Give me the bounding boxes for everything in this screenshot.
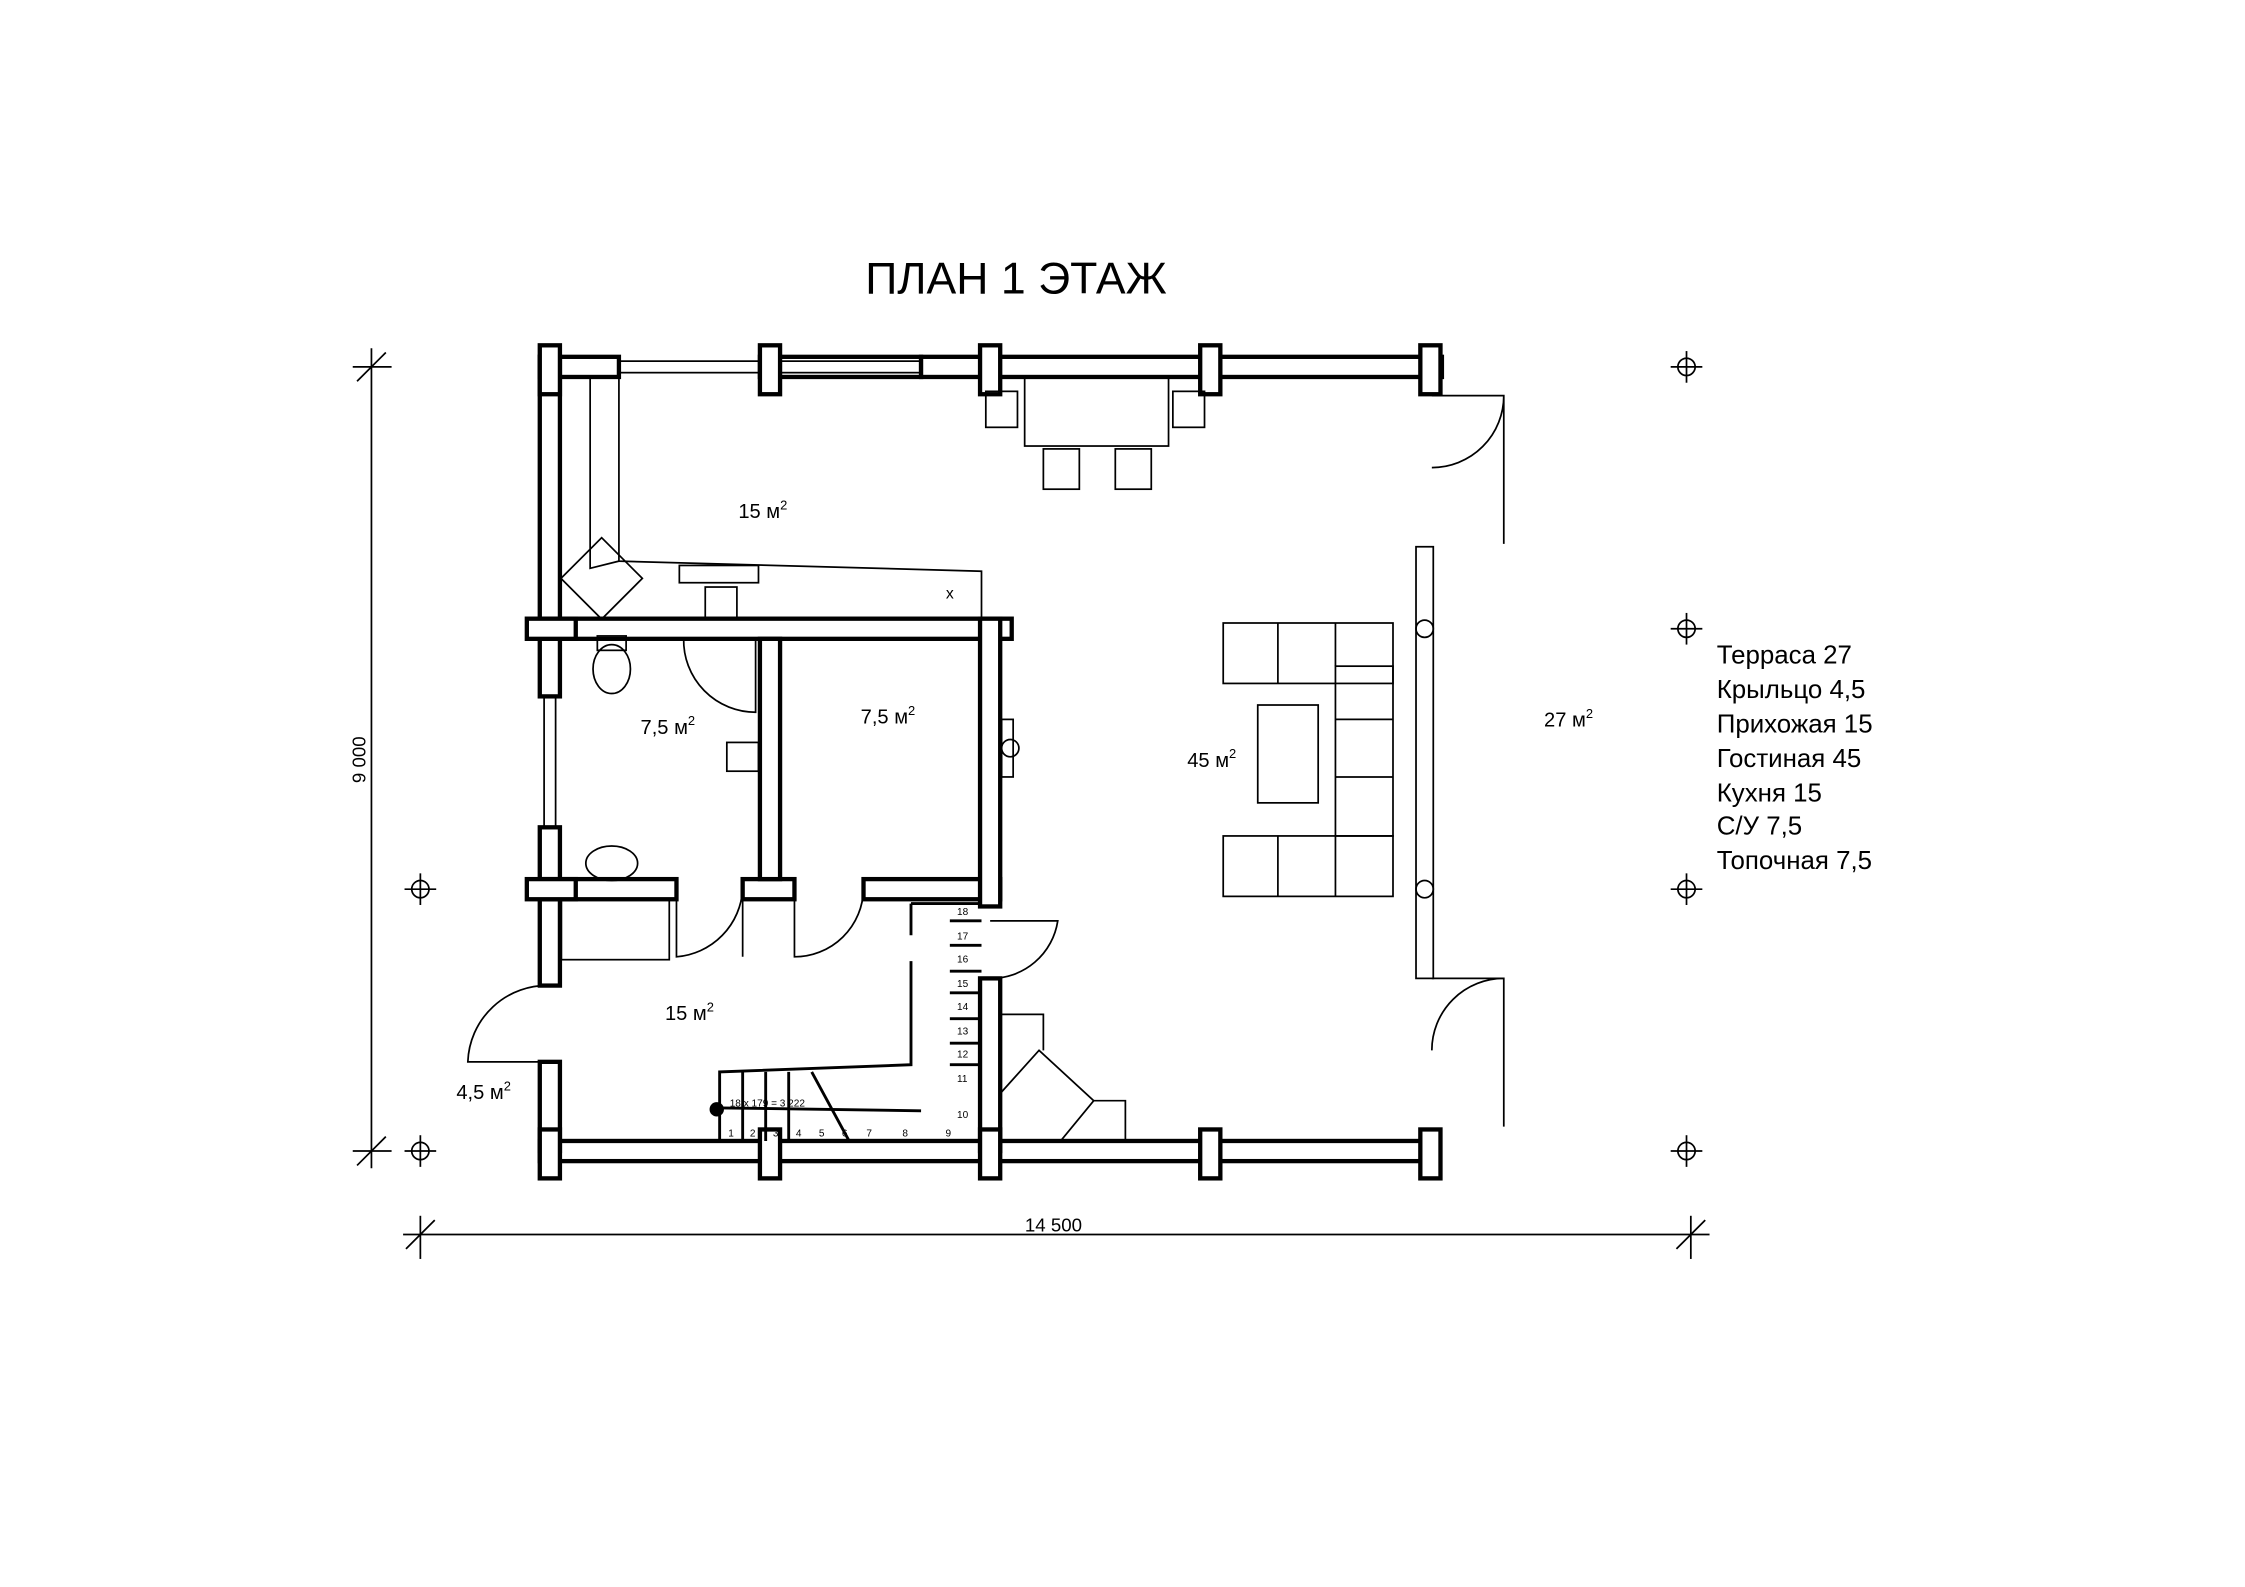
legend-item: Прихожая 15 <box>1717 710 1873 738</box>
dimension-height-label: 9 000 <box>349 736 370 783</box>
room-porch-area: 4,5 м2 <box>456 1079 511 1105</box>
step-number: 18 <box>957 907 969 918</box>
sofa-set <box>1222 622 1394 898</box>
bathroom-fixtures <box>560 635 760 961</box>
step-number: 4 <box>796 1129 802 1140</box>
step-number: 2 <box>750 1129 756 1140</box>
room-terrace-area: 27 м2 <box>1544 706 1593 732</box>
fireplace <box>999 1013 1127 1142</box>
room-bathroom-area: 7,5 м2 <box>641 713 696 739</box>
room-kitchen-area: 15 м2 <box>738 497 787 523</box>
dimension-width-label: 14 500 <box>1025 1215 1082 1236</box>
dimension-width: 14 500 <box>403 1215 1710 1259</box>
step-number: 10 <box>957 1110 969 1121</box>
plan-title: ПЛАН 1 ЭТАЖ <box>865 255 1167 304</box>
stair-step-numbers: 1 2 3 4 5 6 7 8 9 10 11 12 13 14 15 16 1… <box>728 907 968 1140</box>
dimension-height: 9 000 <box>349 348 392 1169</box>
legend-item: Терраса 27 <box>1717 641 1852 669</box>
stove-mark: x <box>946 586 954 603</box>
room-boiler-area: 7,5 м2 <box>861 703 916 729</box>
step-number: 12 <box>957 1050 969 1061</box>
step-number: 13 <box>957 1026 969 1037</box>
room-labels: 15 м2 7,5 м2 7,5 м2 45 м2 27 м2 15 м2 4,… <box>456 497 1593 1104</box>
walls <box>524 343 1445 1181</box>
boiler-fixture <box>1000 718 1020 778</box>
doors <box>466 394 1505 1127</box>
legend-item: Крыльцо 4,5 <box>1717 676 1866 704</box>
legend-item: Кухня 15 <box>1717 779 1822 807</box>
legend-item: С/У 7,5 <box>1717 813 1802 841</box>
stair-formula: 18 x 179 = 3 222 <box>730 1098 806 1109</box>
step-number: 3 <box>773 1129 779 1140</box>
step-number: 8 <box>902 1129 908 1140</box>
step-number: 14 <box>957 1002 969 1013</box>
step-number: 1 <box>728 1129 734 1140</box>
legend-item: Гостиная 45 <box>1717 745 1862 773</box>
step-number: 17 <box>957 932 969 943</box>
step-number: 6 <box>842 1129 848 1140</box>
area-legend: Терраса 27 Крыльцо 4,5 Прихожая 15 Гости… <box>1717 641 1873 875</box>
room-living-area: 45 м2 <box>1187 746 1236 772</box>
dining-table <box>984 376 1206 491</box>
step-number: 15 <box>957 979 969 990</box>
legend-item: Топочная 7,5 <box>1717 847 1872 875</box>
step-number: 9 <box>946 1129 952 1140</box>
step-number: 11 <box>957 1074 968 1085</box>
room-hall-area: 15 м2 <box>665 999 714 1025</box>
step-number: 5 <box>819 1129 825 1140</box>
axis-markers <box>404 351 1703 1167</box>
stair-start-marker <box>709 1102 724 1117</box>
step-number: 7 <box>866 1129 872 1140</box>
step-number: 16 <box>957 955 969 966</box>
kitchen-counter <box>559 376 983 621</box>
